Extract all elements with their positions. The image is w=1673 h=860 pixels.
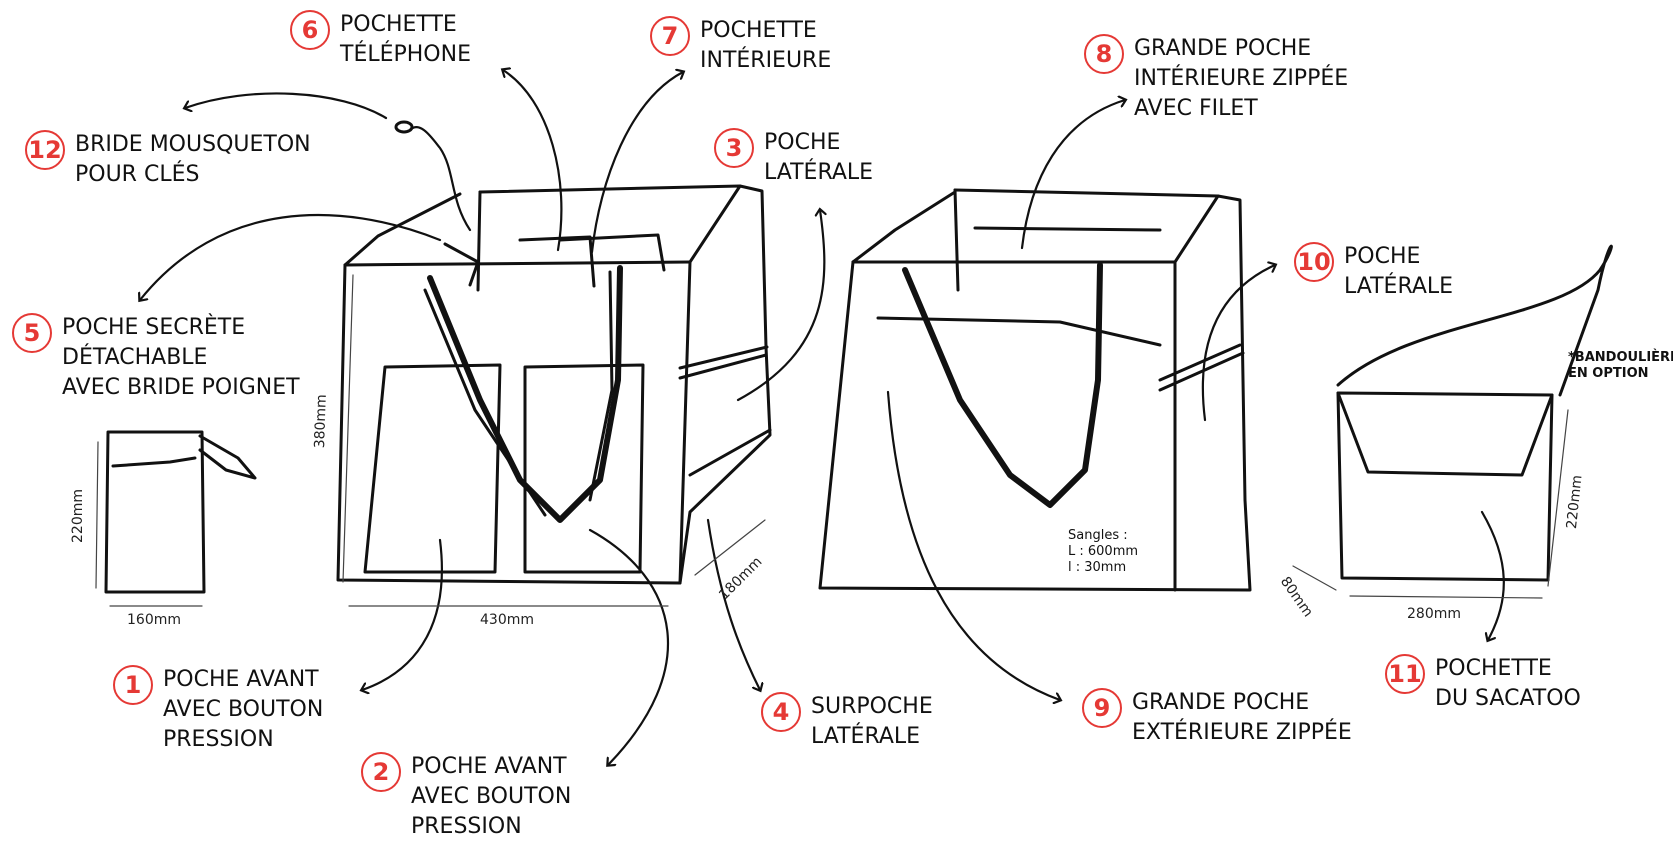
callout-6-badge: 6 [290,10,330,50]
callout-5: 5 POCHE SECRÈTE DÉTACHABLE AVEC BRIDE PO… [12,313,300,403]
callout-1-label: POCHE AVANT AVEC BOUTON PRESSION [163,667,324,752]
dim-secret-height: 220mm [70,489,86,543]
callout-7-label: POCHETTE INTÉRIEURE [700,18,832,73]
callout-2-badge: 2 [361,752,401,792]
dim-secret-width: 160mm [127,612,181,628]
callout-4-badge: 4 [761,692,801,732]
callout-11: 11 POCHETTE DU SACATOO [1385,654,1581,714]
callout-8-label: GRANDE POCHE INTÉRIEURE ZIPPÉE AVEC FILE… [1134,36,1349,121]
callout-9-badge: 9 [1082,688,1122,728]
callout-6-label: POCHETTE TÉLÉPHONE [340,12,471,67]
callout-7-badge: 7 [650,16,690,56]
left-bag-drawing [336,184,772,585]
callout-2-label: POCHE AVANT AVEC BOUTON PRESSION [411,754,572,839]
shoulder-strap-note: *BANDOULIÈRE EN OPTION [1568,350,1673,381]
callout-12-label: BRIDE MOUSQUETON POUR CLÉS [75,132,311,187]
secret-pouch-drawing [104,430,257,594]
callout-10: 10 POCHE LATÉRALE [1294,242,1453,302]
callout-8-badge: 8 [1084,34,1124,74]
callout-7: 7 POCHETTE INTÉRIEURE [650,16,831,76]
callout-2: 2 POCHE AVANT AVEC BOUTON PRESSION [361,752,571,842]
strap-specs: Sangles : L : 600mm l : 30mm [1068,528,1138,576]
callout-6: 6 POCHETTE TÉLÉPHONE [290,10,471,70]
callout-3: 3 POCHE LATÉRALE [714,128,873,188]
strap-width: l : 30mm [1068,560,1127,575]
callout-11-badge: 11 [1385,654,1425,694]
callout-3-badge: 3 [714,128,754,168]
callout-11-label: POCHETTE DU SACATOO [1435,656,1581,711]
dim-pouch-width: 280mm [1407,606,1461,622]
callout-10-label: POCHE LATÉRALE [1344,244,1454,299]
dim-bag-width: 430mm [480,612,534,628]
callout-9: 9 GRANDE POCHE EXTÉRIEURE ZIPPÉE [1082,688,1352,748]
callout-12: 12 BRIDE MOUSQUETON POUR CLÉS [25,130,311,190]
callout-5-label: POCHE SECRÈTE DÉTACHABLE AVEC BRIDE POIG… [62,315,300,400]
callout-8: 8 GRANDE POCHE INTÉRIEURE ZIPPÉE AVEC FI… [1084,34,1348,124]
callout-9-label: GRANDE POCHE EXTÉRIEURE ZIPPÉE [1132,690,1352,745]
callout-3-label: POCHE LATÉRALE [764,130,874,185]
callout-12-badge: 12 [25,130,65,170]
sacatoo-pouch-drawing [1336,244,1613,582]
callout-10-badge: 10 [1294,242,1334,282]
middle-bag-drawing [818,188,1252,592]
callout-4: 4 SURPOCHE LATÉRALE [761,692,933,752]
callout-1-badge: 1 [113,665,153,705]
callout-5-badge: 5 [12,313,52,353]
strap-length: L : 600mm [1068,544,1139,559]
callout-1: 1 POCHE AVANT AVEC BOUTON PRESSION [113,665,323,755]
dim-bag-height: 380mm [312,394,330,449]
callout-4-label: SURPOCHE LATÉRALE [811,694,933,749]
strap-title: Sangles : [1068,528,1128,543]
